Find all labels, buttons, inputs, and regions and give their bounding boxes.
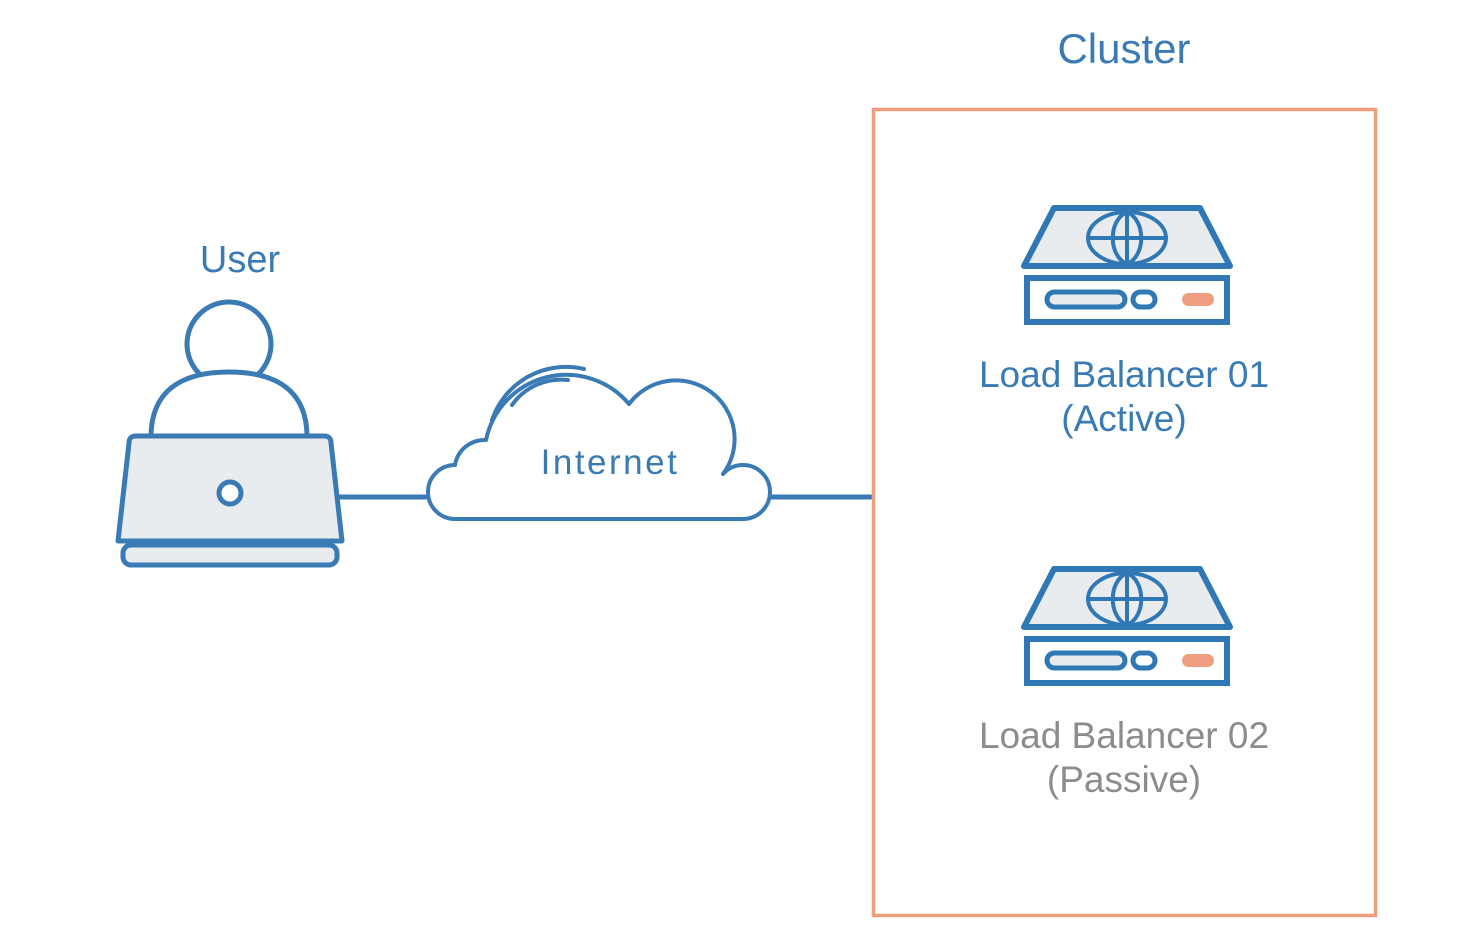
cloud-highlight-arc-2: [510, 377, 570, 407]
server-drive-slot-lb1: [1044, 289, 1128, 310]
user-laptop-icon: [115, 299, 345, 568]
load-balancer-01-label: Load Balancer 01 (Active): [978, 354, 1270, 439]
server-globe-icon-lb1: [1021, 205, 1233, 325]
globe-icon-lb2: [1086, 571, 1168, 627]
user-shoulders-icon: [148, 369, 310, 440]
internet-label: Internet: [540, 443, 680, 482]
server-globe-icon-lb2: [1021, 566, 1233, 686]
user-label: User: [199, 239, 281, 281]
globe-meridian-right-lb2: [1125, 571, 1144, 627]
globe-meridian-right-lb1: [1125, 210, 1144, 266]
laptop-button-icon: [216, 479, 244, 507]
cluster-boundary-box: [871, 107, 1378, 918]
globe-meridian-left-lb1: [1110, 210, 1129, 266]
server-port-lb1: [1130, 289, 1158, 310]
globe-icon-lb1: [1086, 210, 1168, 266]
laptop-base-icon: [120, 542, 340, 568]
server-status-led-lb2: [1182, 654, 1214, 667]
cloud-icon: [426, 364, 772, 521]
server-port-lb2: [1130, 650, 1158, 671]
cloud-outline-icon: [426, 372, 772, 521]
load-balancer-02-label: Load Balancer 02 (Passive): [978, 715, 1270, 800]
globe-meridian-left-lb2: [1110, 571, 1129, 627]
cluster-title: Cluster: [1057, 25, 1191, 72]
server-status-led-lb1: [1182, 293, 1214, 306]
cloud-highlight-arc-1: [490, 364, 586, 422]
server-drive-slot-lb2: [1044, 650, 1128, 671]
